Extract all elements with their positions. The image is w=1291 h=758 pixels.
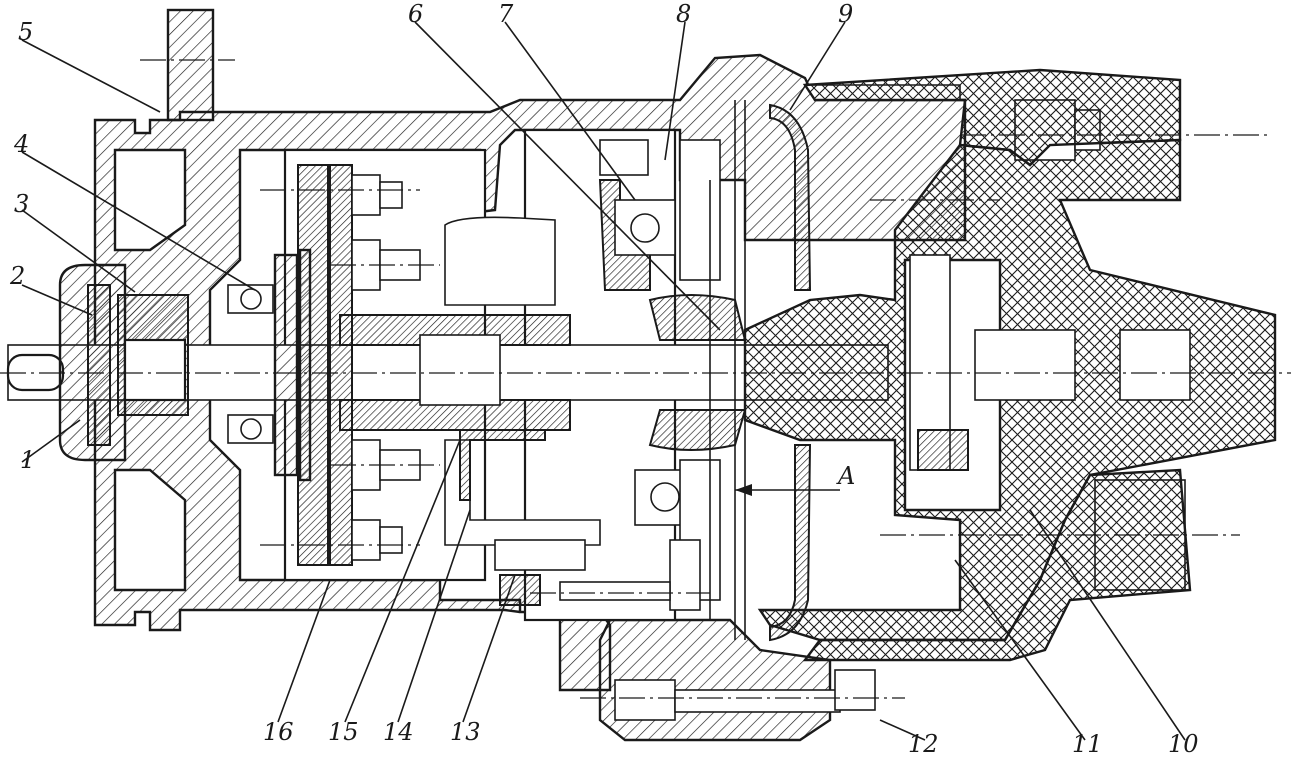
callout-12: 12 xyxy=(908,730,939,758)
left-coupling xyxy=(58,263,189,462)
distributor-cap xyxy=(743,68,1277,662)
callout-7: 7 xyxy=(498,0,514,28)
view-marker-label: A xyxy=(836,462,855,490)
callout-13: 13 xyxy=(450,718,481,746)
callout-16: 16 xyxy=(263,718,294,746)
callout-10: 10 xyxy=(1168,730,1199,758)
callout-6: 6 xyxy=(408,0,423,28)
callout-3: 3 xyxy=(14,190,29,218)
bottom-bolt xyxy=(559,581,876,721)
callout-2: 2 xyxy=(9,262,25,290)
callout-11: 11 xyxy=(1072,730,1103,758)
callout-8: 8 xyxy=(676,0,691,28)
bearing-gear-zone xyxy=(598,100,747,640)
callout-labels: 5 4 3 2 1 6 7 8 9 10 11 12 13 14 15 16 xyxy=(9,0,1199,758)
leader-lines xyxy=(21,21,1186,741)
callout-14: 14 xyxy=(383,718,414,746)
callout-9: 9 xyxy=(838,0,853,28)
seal-ring xyxy=(769,103,812,642)
callout-4: 4 xyxy=(13,130,29,158)
cam-cap-assembly xyxy=(444,216,601,606)
centerlines xyxy=(0,59,1291,699)
callout-15: 15 xyxy=(328,718,359,746)
callout-1: 1 xyxy=(20,446,35,474)
callout-5: 5 xyxy=(18,18,33,46)
left-bearing xyxy=(227,284,274,444)
view-arrow-a: A xyxy=(735,462,855,496)
